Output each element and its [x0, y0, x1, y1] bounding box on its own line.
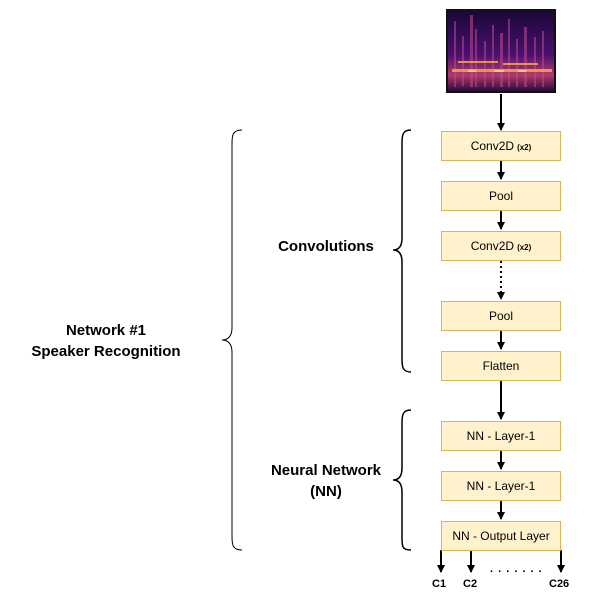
nn-subtitle: (NN): [310, 483, 342, 500]
conv2d-block-2-label: Conv2D: [470, 239, 515, 253]
output-c26: C26: [549, 578, 570, 590]
conv2d-block-2-multiplier: (x2): [517, 242, 532, 252]
spectrogram-icon: [448, 11, 554, 91]
nn-output-layer-block: NN - Output Layer: [441, 521, 561, 551]
conv2d-block-1: Conv2D (x2): [441, 131, 561, 161]
nn-output-layer-label: NN - Output Layer: [452, 529, 550, 543]
conv2d-block-1-multiplier: (x2): [517, 142, 532, 152]
conv2d-block-2: Conv2D (x2): [441, 231, 561, 261]
network-title: Network #1: [65, 322, 147, 339]
network-label: Network #1 Speaker Recognition: [20, 320, 192, 362]
spectrogram-image: [446, 9, 556, 93]
pool-block-1-label: Pool: [488, 189, 514, 203]
network-brace: [221, 129, 243, 551]
nn-title: Neural Network: [270, 462, 382, 479]
pool-block-1: Pool: [441, 181, 561, 211]
flatten-block-label: Flatten: [482, 359, 520, 373]
nn-brace: [392, 409, 412, 551]
nn-layer-block-1: NN - Layer-1: [441, 421, 561, 451]
network-subtitle: Speaker Recognition: [31, 343, 181, 360]
output-c1: C1: [432, 578, 447, 590]
convolutions-label: Convolutions: [262, 236, 390, 257]
flatten-block: Flatten: [441, 351, 561, 381]
conv2d-block-1-label: Conv2D: [470, 139, 515, 153]
nn-layer-block-1-label: NN - Layer-1: [466, 429, 536, 443]
convolutions-title: Convolutions: [278, 238, 374, 255]
nn-label: Neural Network (NN): [262, 460, 390, 502]
pool-block-2-label: Pool: [488, 309, 514, 323]
pool-block-2: Pool: [441, 301, 561, 331]
nn-layer-block-2: NN - Layer-1: [441, 471, 561, 501]
nn-layer-block-2-label: NN - Layer-1: [466, 479, 536, 493]
output-c2: C2: [463, 578, 478, 590]
convolutions-brace: [392, 129, 412, 373]
output-ellipsis: . . . . . . .: [490, 563, 543, 575]
